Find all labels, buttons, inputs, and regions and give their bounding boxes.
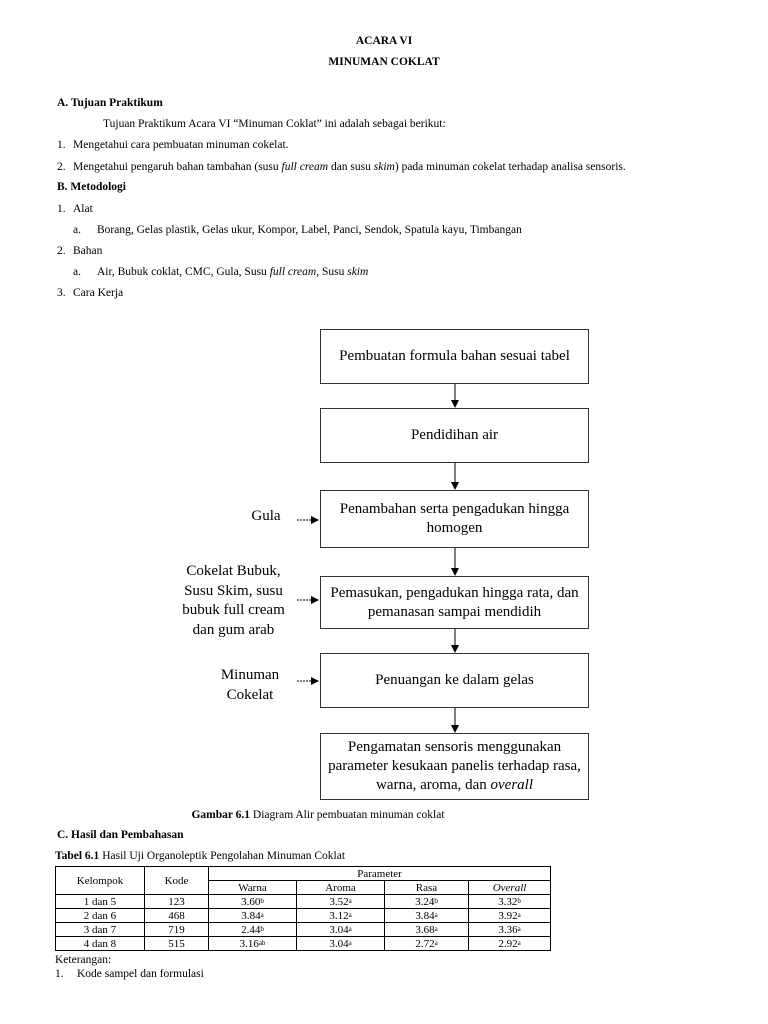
- flow-box-pendidihan: Pendidihan air: [320, 408, 589, 463]
- note-label: Keterangan:: [55, 954, 112, 966]
- cell-kode: 123: [144, 894, 209, 909]
- flow-input-cokelat-bubuk: Cokelat Bubuk, Susu Skim, susu bubuk ful…: [182, 563, 285, 638]
- flow-box-pengamatan: Pengamatan sensoris menggunakan paramete…: [320, 733, 589, 800]
- cell-warna: 3.60b: [208, 894, 297, 909]
- section-c-heading: C. Hasil dan Pembahasan: [57, 829, 184, 841]
- cell-overall: 2.92a: [467, 936, 552, 951]
- cell-aroma: 3.12a: [296, 908, 385, 923]
- cell-rasa: 2.72a: [384, 936, 469, 951]
- cell-overall: 3.32b: [467, 894, 552, 909]
- alat-sub: a.: [73, 224, 81, 236]
- cell-aroma: 3.04a: [296, 922, 385, 937]
- header-aroma: Aroma: [296, 880, 385, 895]
- section-b-heading: B. Metodologi: [57, 181, 126, 193]
- bahan-label: Bahan: [73, 245, 103, 257]
- cell-rasa: 3.24b: [384, 894, 469, 909]
- header-kode: Kode: [144, 866, 209, 895]
- header-rasa: Rasa: [384, 880, 469, 895]
- header-kelompok: Kelompok: [55, 866, 145, 895]
- page-title: ACARA VI: [355, 35, 413, 47]
- cara-num: 3.: [57, 287, 66, 299]
- cell-kode: 515: [144, 936, 209, 951]
- cell-rasa: 3.68a: [384, 922, 469, 937]
- cell-rasa: 3.84a: [384, 908, 469, 923]
- flow-box-penuangan: Penuangan ke dalam gelas: [320, 653, 589, 708]
- flow-input-gula: Gula: [251, 508, 281, 524]
- table-caption: Tabel 6.1 Hasil Uji Organoleptik Pengola…: [55, 850, 346, 862]
- cell-warna: 3.16ab: [208, 936, 297, 951]
- cell-overall: 3.36a: [467, 922, 552, 937]
- flow-box-pemasukan: Pemasukan, pengadukan hingga rata, dan p…: [320, 576, 589, 629]
- section-a-intro: Tujuan Praktikum Acara VI “Minuman Cokla…: [103, 118, 446, 130]
- table-row: 4 dan 8 515 3.16ab 3.04a 2.72a 2.92a: [55, 936, 552, 951]
- cell-kelompok: 3 dan 7: [55, 922, 145, 937]
- figure-caption: Gambar 6.1 Diagram Alir pembuatan minuma…: [191, 809, 445, 821]
- note-text: Kode sampel dan formulasi: [77, 968, 204, 980]
- results-table: Kelompok Kode Parameter Warna Aroma Rasa…: [55, 866, 552, 951]
- cell-kelompok: 4 dan 8: [55, 936, 145, 951]
- alat-label: Alat: [73, 203, 93, 215]
- section-a-item-1-num: 1.: [57, 139, 66, 151]
- bahan-sub: a.: [73, 266, 81, 278]
- table-row: 3 dan 7 719 2.44b 3.04a 3.68a 3.36a: [55, 922, 552, 937]
- table-row: 1 dan 5 123 3.60b 3.52a 3.24b 3.32b: [55, 894, 552, 909]
- cell-kode: 468: [144, 908, 209, 923]
- flow-input-minuman: Minuman Cokelat: [220, 667, 280, 703]
- header-parameter: Parameter: [207, 866, 552, 881]
- section-a-item-2-num: 2.: [57, 161, 66, 173]
- flow-box-penambahan: Penambahan serta pengadukan hingga homog…: [320, 490, 589, 548]
- page-subtitle: MINUMAN COKLAT: [328, 56, 440, 68]
- cell-kelompok: 2 dan 6: [55, 908, 145, 923]
- header-warna: Warna: [208, 880, 297, 895]
- section-a-item-1: Mengetahui cara pembuatan minuman cokela…: [73, 139, 289, 151]
- bahan-num: 2.: [57, 245, 66, 257]
- table-row: 2 dan 6 468 3.84a 3.12a 3.84a 3.92a: [55, 908, 552, 923]
- cell-aroma: 3.52a: [296, 894, 385, 909]
- cell-aroma: 3.04a: [296, 936, 385, 951]
- flow-box-formula: Pembuatan formula bahan sesuai tabel: [320, 329, 589, 384]
- cell-kelompok: 1 dan 5: [55, 894, 145, 909]
- section-a-item-2: Mengetahui pengaruh bahan tambahan (susu…: [73, 161, 626, 173]
- alat-num: 1.: [57, 203, 66, 215]
- cell-warna: 3.84a: [208, 908, 297, 923]
- header-overall: Overall: [467, 880, 552, 895]
- alat-text: Borang, Gelas plastik, Gelas ukur, Kompo…: [97, 224, 522, 236]
- cell-warna: 2.44b: [208, 922, 297, 937]
- section-a-heading: A. Tujuan Praktikum: [57, 97, 163, 109]
- cara-label: Cara Kerja: [73, 287, 124, 299]
- cell-overall: 3.92a: [467, 908, 552, 923]
- cell-kode: 719: [144, 922, 209, 937]
- bahan-text: Air, Bubuk coklat, CMC, Gula, Susu full …: [97, 266, 369, 278]
- note-num: 1.: [55, 968, 64, 980]
